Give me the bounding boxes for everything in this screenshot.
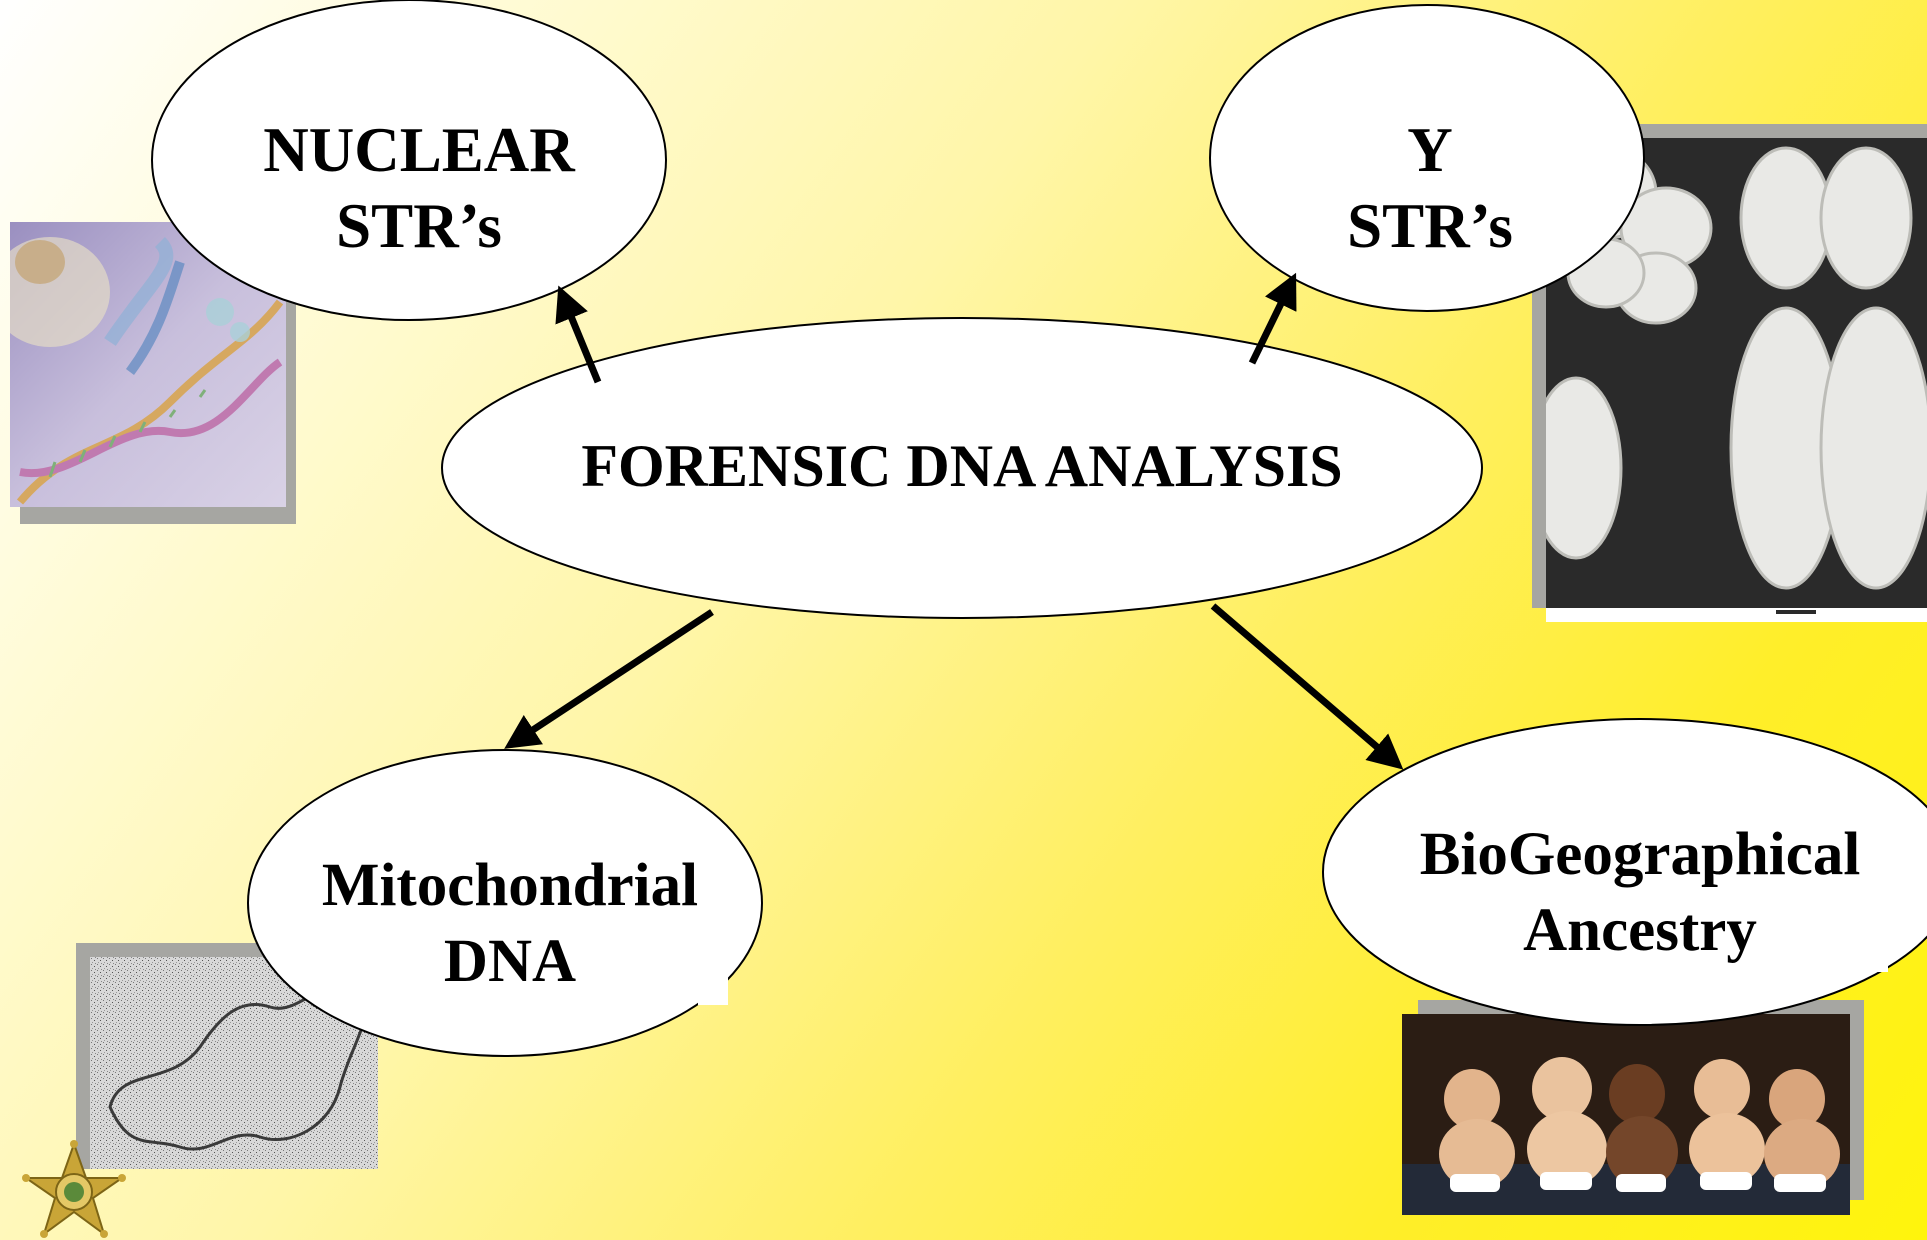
biogeographical-ancestry-node bbox=[1322, 718, 1927, 1026]
white-patch bbox=[698, 975, 728, 1005]
nuclear-str-label: NUCLEAR STR’s bbox=[263, 115, 575, 261]
arrow-to-mito bbox=[504, 609, 714, 749]
forensic-dna-analysis-node bbox=[441, 317, 1483, 619]
arrow-to-nuclear bbox=[555, 285, 602, 384]
babies-photo-icon bbox=[1402, 1014, 1850, 1215]
y-str-node bbox=[1209, 4, 1645, 312]
mitochondrial-dna-node bbox=[247, 749, 763, 1057]
arrow-to-y bbox=[1248, 272, 1297, 365]
biogeographical-ancestry-label: BioGeographical Ancestry bbox=[1419, 821, 1861, 964]
mitochondrial-dna-label: Mitochondrial DNA bbox=[321, 852, 699, 995]
star-badge-icon bbox=[22, 1140, 126, 1238]
babies-photo bbox=[1402, 1000, 1864, 1215]
white-patch bbox=[1860, 950, 1888, 972]
forensic-dna-analysis-label: FORENSIC DNA ANALYSIS bbox=[581, 433, 1343, 499]
y-str-label: Y STR’s bbox=[1347, 115, 1513, 261]
nuclear-str-node bbox=[151, 0, 667, 321]
arrow-to-bga bbox=[1210, 603, 1404, 770]
chromosome-micrograph-icon bbox=[1546, 138, 1927, 622]
